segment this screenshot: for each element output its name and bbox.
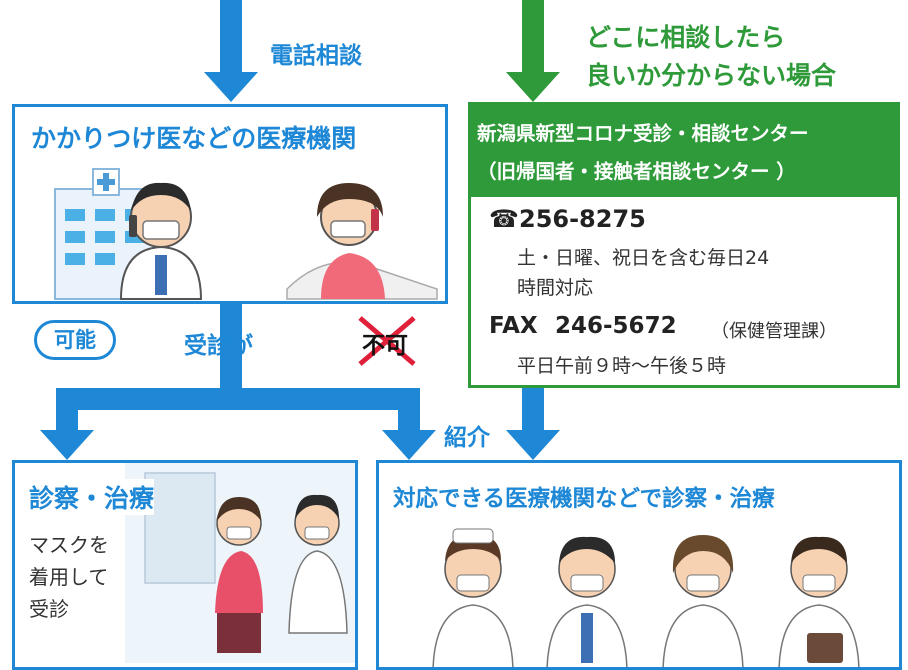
- arrow-head-phone: [204, 72, 258, 102]
- phone-icon: ☎: [489, 205, 519, 233]
- doctor-on-phone-illustration: [119, 182, 203, 300]
- treatment-note-line2: 着用して: [29, 561, 109, 590]
- center-fax-label: FAX: [489, 313, 538, 339]
- referral-label: 紹介: [444, 425, 490, 451]
- possible-badge: 可能: [34, 320, 116, 360]
- center-title-line2: （旧帰国者・接触者相談センター ）: [477, 160, 796, 183]
- not-possible-label: 不可: [362, 333, 408, 359]
- sick-patient-illustration: [286, 183, 438, 300]
- arrow-shaft-possible: [56, 398, 78, 432]
- center-title-line1: 新潟県新型コロナ受診・相談センター: [477, 122, 809, 145]
- center-fax-hours: 平日午前９時～午後５時: [517, 355, 727, 377]
- treatment-note-line3: 受診: [29, 593, 69, 622]
- arrow-head-referral: [506, 430, 560, 460]
- branch-stem: [220, 302, 242, 396]
- center-tel-hours-line1: 土・日曜、祝日を含む毎日24: [517, 247, 770, 269]
- center-fax-dept: （保健管理課）: [711, 321, 837, 342]
- clinic-box-title: かかりつけ医などの医療機関: [31, 124, 357, 153]
- treatment-note-line1: マスクを: [29, 529, 109, 558]
- cross-mark-icon: [358, 316, 416, 366]
- treatment-title: 診察・治療: [29, 479, 155, 515]
- consultation-center-box: 新潟県新型コロナ受診・相談センター （旧帰国者・接触者相談センター ） ☎ 25…: [468, 102, 900, 388]
- arrow-shaft-phone: [220, 0, 242, 72]
- partner-institution-box: 対応できる医療機関などで診察・治療: [376, 460, 902, 670]
- not-possible-badge: 不可: [356, 314, 418, 368]
- center-tel-hours-line2: 時間対応: [517, 277, 594, 299]
- arrow-shaft-unsure: [522, 0, 544, 72]
- arrow-shaft-not-possible: [398, 398, 420, 432]
- partner-institution-title: 対応できる医療機関などで診察・治療: [393, 486, 775, 512]
- phone-consult-label: 電話相談: [270, 43, 362, 69]
- arrow-head-possible: [40, 430, 94, 460]
- medical-staff-illustration: [432, 528, 860, 667]
- center-tel-number[interactable]: 256-8275: [519, 205, 646, 233]
- clinic-box: かかりつけ医などの医療機関: [12, 104, 448, 304]
- possible-label: 可能: [54, 328, 96, 352]
- arrow-shaft-referral: [522, 386, 544, 432]
- unsure-label-line1: どこに相談したら: [586, 23, 786, 52]
- center-title-band: 新潟県新型コロナ受診・相談センター （旧帰国者・接触者相談センター ）: [471, 105, 897, 197]
- treatment-box: 診察・治療 マスクを 着用して 受診: [12, 460, 358, 670]
- clinic-room-illustration: [125, 463, 355, 663]
- branch-bar: [56, 388, 420, 410]
- consult-label: 受診が: [184, 333, 253, 359]
- unsure-label-line2: 良いか分からない場合: [586, 61, 837, 90]
- arrow-head-not-possible: [382, 430, 436, 460]
- arrow-head-unsure: [506, 72, 560, 102]
- center-fax-number: 246-5672: [555, 313, 677, 339]
